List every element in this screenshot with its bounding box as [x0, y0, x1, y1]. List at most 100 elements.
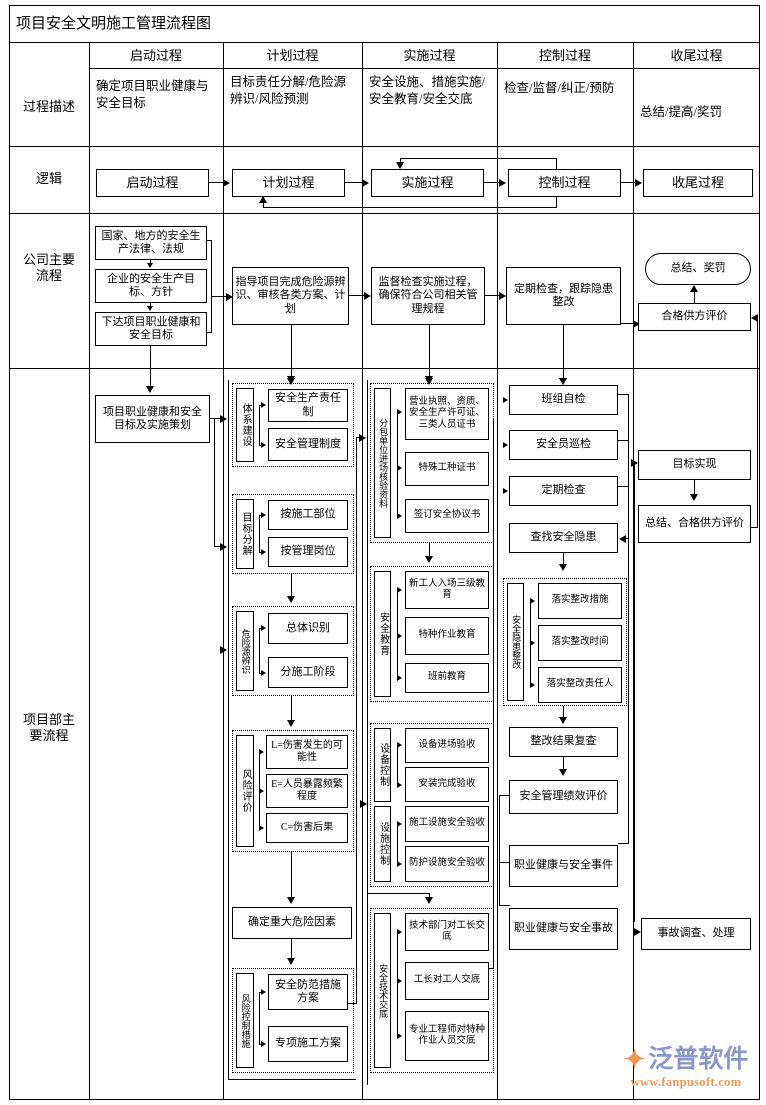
logic-feedback-top-arrow: [396, 162, 404, 169]
logic-box-implementing[interactable]: 实施过程: [371, 169, 484, 197]
project-box-safety-agreement[interactable]: 签订安全协议书: [405, 499, 489, 533]
project-gC-to-gD-h: [367, 893, 429, 895]
project-box-equipment-entry-acceptance[interactable]: 设备进场验收: [405, 728, 489, 763]
project-c4-fb-h3: [618, 486, 629, 488]
logic-box-closing[interactable]: 收尾过程: [643, 169, 753, 197]
project-box-implement-measures[interactable]: 落实整改措施: [538, 583, 622, 619]
project-c2-rail: [228, 380, 230, 1080]
project-c4-arrow-regular: [503, 488, 508, 494]
project-gC-spine1: [397, 745, 399, 785]
project-c2-out-arrow: [359, 434, 366, 442]
company-right-feedback-arrow: [751, 314, 758, 322]
project-g2-spine: [259, 515, 261, 552]
project-box-summary-supplier-evaluation[interactable]: 总结、合格供方评价: [638, 505, 751, 543]
project-c5-right-rail: [757, 368, 759, 528]
project-box-major-hazard-factors[interactable]: 确定重大危险因素: [232, 907, 352, 939]
project-c5-left-rail: [634, 462, 636, 922]
logic-feedback-bot-v2: [263, 202, 265, 208]
project-c5-link-arrow: [690, 494, 698, 501]
company-box-objective[interactable]: 下达项目职业健康和安全目标: [95, 312, 207, 346]
hline-company-project: [9, 368, 760, 369]
project-gD-arrow-1: [397, 929, 402, 935]
project-vlabel-equipment-control: 设备控制: [374, 728, 391, 802]
project-g4-arrow-1: [259, 749, 264, 755]
project-box-exposure[interactable]: E=人员暴露频繁程度: [266, 774, 348, 808]
project-box-construction-facility-acceptance[interactable]: 施工设施安全验收: [405, 806, 489, 842]
project-c4-feedback-rail: [628, 394, 630, 844]
project-box-business-license[interactable]: 营业执照、资质、安全生产许可证、三类人员证书: [405, 388, 489, 440]
project-box-ohs-accident[interactable]: 职业健康与安全事故: [509, 908, 618, 950]
vline-c4: [633, 42, 634, 1100]
company-box-supplier-evaluation[interactable]: 合格供方评价: [638, 303, 751, 331]
company-box-laws[interactable]: 国家、地方的安全生产法律、法规: [95, 226, 207, 260]
project-gC-arrow-2: [397, 782, 402, 788]
project-box-new-worker-education[interactable]: 新工人入场三级教育: [405, 571, 489, 609]
project-box-safety-management-system[interactable]: 安全管理制度: [268, 428, 348, 461]
logic-feedback-top-v2: [400, 158, 402, 164]
project-review-to-perf: [563, 757, 565, 770]
project-gD-arrow-2: [397, 978, 402, 984]
company-box-supervise[interactable]: 监督检查实施过程，确保符合公司相关管理规程: [371, 267, 485, 325]
column-header-initiating: 启动过程: [129, 47, 182, 63]
description-planning: 目标责任分解/危险源辨识/风险预测: [230, 75, 346, 106]
project-g3-arrow-1: [261, 625, 266, 631]
row-label-process-description: 过程描述: [22, 98, 75, 114]
project-vlabel-hazard-identification: 危险源辨识: [236, 611, 254, 691]
project-c4-arrow-patrol: [503, 442, 508, 448]
project-box-special-operation-education[interactable]: 特种作业教育: [405, 617, 489, 655]
project-box-safety-prevention-plan[interactable]: 安全防范措施方案: [268, 974, 348, 1010]
description-initiating: 确定项目职业健康与安全目标: [96, 79, 209, 110]
project-box-by-construction-stage[interactable]: 分施工阶段: [268, 657, 348, 688]
project-g4r-arrow-2: [530, 640, 535, 646]
company-box-guide[interactable]: 指导项目完成危险源辨识、审核各类方案、计划: [232, 267, 349, 325]
project-box-implement-responsible-person[interactable]: 落实整改责任人: [538, 667, 622, 703]
project-c1-bracket-h0: [210, 418, 215, 420]
project-group-risk-evaluation: [232, 730, 354, 852]
project-c4-left-h2: [499, 862, 510, 864]
watermark-brand-name: 泛普软件: [648, 1045, 749, 1073]
project-box-safety-officer-patrol[interactable]: 安全员巡检: [509, 430, 618, 460]
project-box-likelihood[interactable]: L=伤害发生的可能性: [266, 735, 348, 769]
column-header-planning: 计划过程: [266, 47, 319, 63]
logic-box-initiating[interactable]: 启动过程: [96, 169, 209, 197]
project-box-team-self-inspection[interactable]: 班组自检: [509, 385, 618, 415]
project-box-objective-achieved[interactable]: 目标实现: [638, 450, 751, 480]
project-box-implement-time[interactable]: 落实整改时间: [538, 625, 622, 661]
project-box-special-construction-plan[interactable]: 专项施工方案: [268, 1026, 348, 1062]
company-down-c3: [429, 325, 431, 382]
project-box-consequence[interactable]: C=伤害后果: [266, 813, 348, 843]
project-box-ohs-incident[interactable]: 职业健康与安全事件: [509, 845, 618, 887]
company-box-inspect[interactable]: 定期检查，跟踪隐患整改: [506, 267, 621, 325]
project-box-foreman-to-worker[interactable]: 工长对工人交底: [405, 962, 489, 1000]
project-box-find-hidden-dangers[interactable]: 查找安全隐患: [509, 523, 618, 553]
hline-colheader: [89, 68, 760, 69]
project-box-special-work-certificate[interactable]: 特殊工种证书: [405, 452, 489, 486]
company-box-policy[interactable]: 企业的安全生产目标、方针: [95, 269, 207, 303]
project-c2-rail-bottom: [228, 1079, 356, 1081]
project-box-protective-facility-acceptance[interactable]: 防护设施安全验收: [405, 846, 489, 882]
project-box-department-to-foreman[interactable]: 技术部门对工长交底: [405, 913, 489, 951]
company-bracket-h1: [207, 240, 212, 242]
project-g5-arrow-2: [261, 1041, 266, 1047]
project-box-engineer-to-special-worker[interactable]: 专业工程师对特种作业人员交底: [405, 1011, 489, 1061]
project-box-pre-shift-education[interactable]: 班前教育: [405, 663, 489, 693]
company-box-summary-reward[interactable]: 总结、奖罚: [645, 253, 751, 285]
project-gA-arrow-3: [397, 513, 402, 519]
project-vlabel-subcontractor-verification: 分包单位进场核验资料: [374, 388, 391, 538]
logic-box-planning[interactable]: 计划过程: [232, 169, 345, 197]
project-box-by-management-post[interactable]: 按管理岗位: [268, 537, 348, 567]
project-g4-to-major-arrow: [287, 897, 295, 904]
project-box-by-construction-part[interactable]: 按施工部位: [268, 500, 348, 530]
vline-c3: [497, 42, 498, 1100]
project-box-safety-responsibility[interactable]: 安全生产责任制: [268, 389, 348, 422]
project-box-rectification-review[interactable]: 整改结果复查: [509, 727, 618, 757]
project-box-safety-performance-evaluation[interactable]: 安全管理绩效评价: [509, 780, 618, 814]
project-box-overall-identification[interactable]: 总体识别: [268, 613, 348, 644]
company-right-feedback-v: [757, 317, 759, 368]
project-box-accident-investigation[interactable]: 事故调查、处理: [641, 918, 751, 950]
diagram-border: [9, 5, 760, 1100]
logic-box-controlling[interactable]: 控制过程: [508, 169, 621, 197]
project-box-installation-acceptance[interactable]: 安装完成验收: [405, 767, 489, 802]
project-box-regular-inspection[interactable]: 定期检查: [509, 476, 618, 506]
project-box-objective-planning[interactable]: 项目职业健康和安全目标及实施策划: [95, 395, 210, 443]
